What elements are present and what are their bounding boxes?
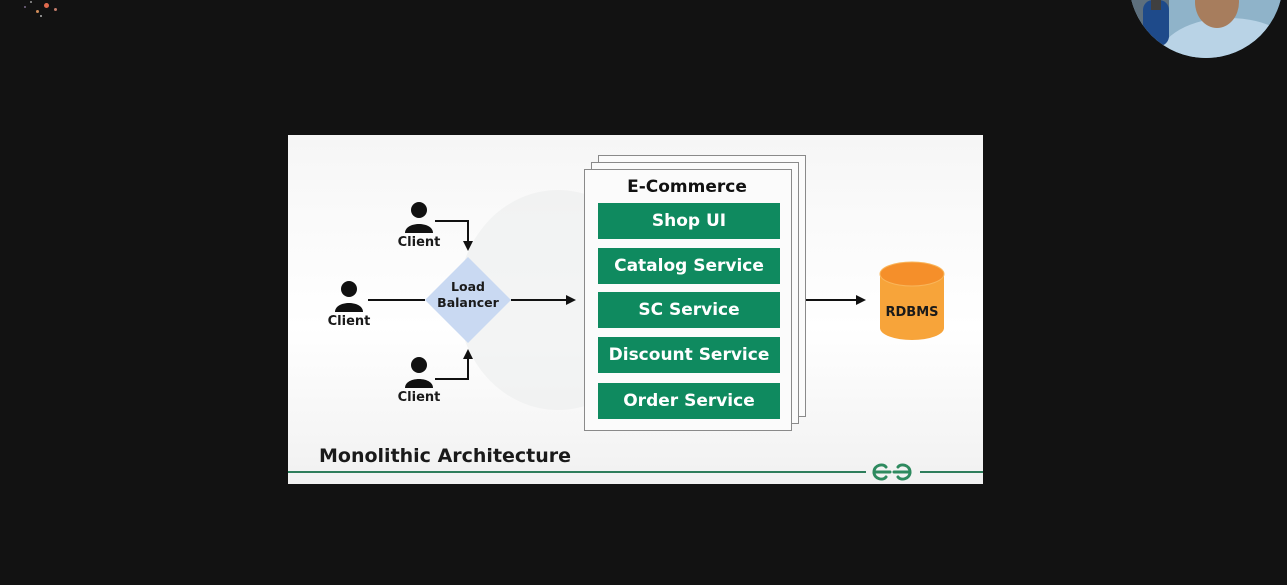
- slide-title: Monolithic Architecture: [319, 445, 572, 467]
- service-sc: SC Service: [598, 292, 780, 328]
- load-balancer-diamond: [425, 257, 511, 343]
- user-icon: [405, 202, 433, 233]
- client-bottom: Client: [389, 356, 449, 405]
- client-label: Client: [327, 314, 371, 329]
- user-icon: [335, 281, 363, 312]
- load-balancer-label-line2: Balancer: [437, 295, 499, 310]
- client-top: Client: [389, 201, 449, 250]
- service-discount: Discount Service: [598, 337, 780, 373]
- presenter-webcam: [1129, 0, 1283, 58]
- database-cylinder-icon: [879, 261, 945, 340]
- service-shop-ui: Shop UI: [598, 203, 780, 239]
- architecture-slide: Client Client Client Load Balancer: [288, 135, 983, 484]
- user-icon: [405, 357, 433, 388]
- client-label: Client: [397, 390, 441, 405]
- load-balancer-label: Load Balancer: [425, 279, 511, 311]
- service-catalog: Catalog Service: [598, 248, 780, 284]
- client-left: Client: [319, 280, 379, 329]
- ecommerce-title: E-Commerce: [627, 177, 747, 197]
- gfg-logo-icon: [872, 463, 912, 481]
- presenter-avatar-icon: [1129, 0, 1283, 58]
- database-label: RDBMS: [885, 305, 939, 320]
- service-order: Order Service: [598, 383, 780, 419]
- footer-divider-right: [920, 471, 983, 473]
- footer-divider-left: [288, 471, 866, 473]
- load-balancer-label-line1: Load: [451, 279, 485, 294]
- client-label: Client: [397, 235, 441, 250]
